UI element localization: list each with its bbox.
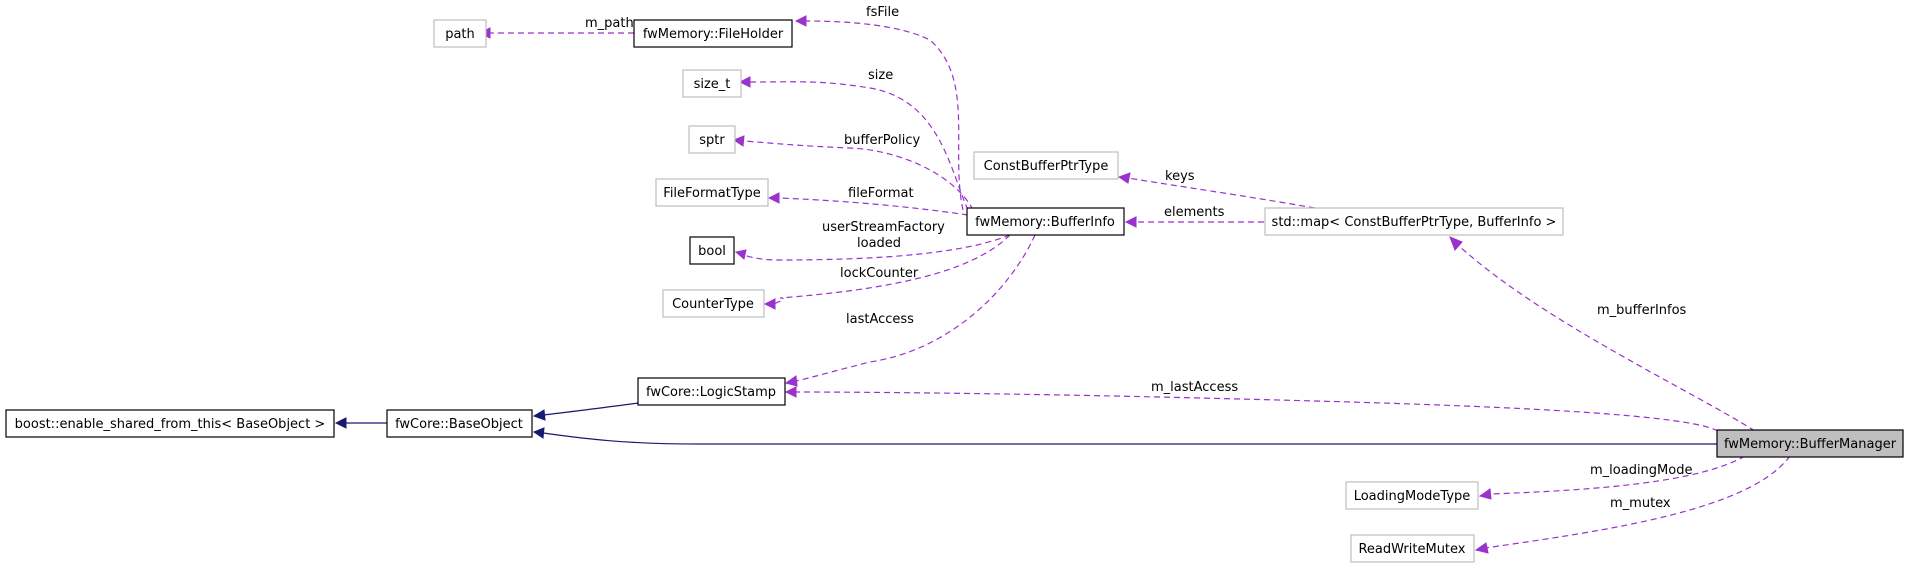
edge-inherit-logicstamp bbox=[542, 402, 640, 416]
arrowhead-icon bbox=[532, 409, 546, 421]
arrowhead-icon bbox=[732, 135, 745, 147]
edge-user-stream-factory bbox=[743, 234, 1011, 261]
arrowhead-icon bbox=[532, 427, 545, 439]
label-buffer-policy: bufferPolicy bbox=[844, 133, 920, 148]
svg-text:fwMemory::FileHolder: fwMemory::FileHolder bbox=[643, 27, 784, 42]
edge-last-access bbox=[795, 234, 1036, 382]
label-keys: keys bbox=[1165, 169, 1195, 184]
label-fs-file: fsFile bbox=[866, 5, 899, 20]
label-m-mutex: m_mutex bbox=[1610, 496, 1671, 511]
svg-text:fwCore::LogicStamp: fwCore::LogicStamp bbox=[646, 385, 776, 400]
node-loading-mode-type[interactable]: LoadingModeType bbox=[1345, 481, 1479, 510]
node-buffer-info[interactable]: fwMemory::BufferInfo bbox=[966, 207, 1125, 236]
node-counter-type[interactable]: CounterType bbox=[662, 289, 765, 318]
arrowhead-icon bbox=[1474, 542, 1489, 554]
label-loaded: loaded bbox=[857, 236, 901, 251]
node-enable-shared[interactable]: boost::enable_shared_from_this< BaseObje… bbox=[5, 409, 335, 438]
label-lock-counter: lockCounter bbox=[840, 266, 919, 281]
edge-m-loading-mode bbox=[1489, 455, 1746, 495]
edge-size bbox=[749, 81, 969, 211]
edge-labels: m_path fsFile size bufferPolicy fileForm… bbox=[585, 5, 1692, 511]
edge-inherit-buffermanager bbox=[542, 432, 1717, 445]
arrowhead-icon bbox=[1124, 216, 1137, 228]
node-sptr[interactable]: sptr bbox=[688, 125, 736, 154]
edge-m-buffer-infos bbox=[1457, 244, 1756, 432]
svg-text:fwMemory::BufferInfo: fwMemory::BufferInfo bbox=[975, 215, 1115, 230]
arrowhead-icon bbox=[1117, 172, 1131, 184]
node-file-holder[interactable]: fwMemory::FileHolder bbox=[633, 19, 793, 48]
label-m-last-access: m_lastAccess bbox=[1151, 380, 1238, 395]
svg-text:CounterType: CounterType bbox=[672, 297, 754, 312]
label-last-access: lastAccess bbox=[846, 312, 914, 327]
arrowhead-icon bbox=[784, 375, 798, 387]
node-size-t[interactable]: size_t bbox=[682, 69, 742, 98]
node-file-format-type[interactable]: FileFormatType bbox=[655, 178, 769, 207]
node-bool[interactable]: bool bbox=[689, 236, 735, 265]
edge-m-last-access bbox=[795, 391, 1719, 432]
svg-text:LoadingModeType: LoadingModeType bbox=[1354, 489, 1471, 504]
node-path[interactable]: path bbox=[433, 19, 487, 48]
svg-text:std::map< ConstBufferPtrType,: std::map< ConstBufferPtrType, BufferInfo… bbox=[1272, 215, 1557, 230]
node-const-buffer-ptr-type[interactable]: ConstBufferPtrType bbox=[973, 151, 1119, 180]
label-user-stream-factory: userStreamFactory bbox=[822, 220, 945, 235]
arrowhead-icon bbox=[334, 417, 347, 429]
arrowhead-icon bbox=[763, 298, 776, 310]
arrowhead-icon bbox=[738, 76, 751, 88]
node-buffer-manager[interactable]: fwMemory::BufferManager bbox=[1716, 429, 1904, 458]
arrowhead-icon bbox=[767, 192, 780, 204]
nodes: path fwMemory::FileHolder size_t sptr Fi… bbox=[5, 19, 1904, 563]
edge-m-mutex bbox=[1484, 455, 1791, 549]
svg-text:fwCore::BaseObject: fwCore::BaseObject bbox=[395, 417, 523, 432]
svg-text:path: path bbox=[445, 27, 475, 42]
svg-text:bool: bool bbox=[698, 244, 726, 259]
svg-text:ConstBufferPtrType: ConstBufferPtrType bbox=[984, 159, 1109, 174]
label-m-loading-mode: m_loadingMode bbox=[1590, 463, 1692, 478]
arrowhead-icon bbox=[1449, 236, 1463, 251]
label-elements: elements bbox=[1164, 205, 1225, 220]
node-std-map[interactable]: std::map< ConstBufferPtrType, BufferInfo… bbox=[1264, 207, 1564, 236]
svg-text:sptr: sptr bbox=[699, 133, 725, 148]
label-file-format: fileFormat bbox=[848, 186, 914, 201]
svg-text:ReadWriteMutex: ReadWriteMutex bbox=[1358, 542, 1465, 557]
svg-text:FileFormatType: FileFormatType bbox=[663, 186, 760, 201]
arrowhead-icon bbox=[794, 15, 807, 27]
label-m-path: m_path bbox=[585, 16, 634, 31]
label-size: size bbox=[868, 68, 893, 83]
arrowhead-icon bbox=[734, 249, 747, 260]
node-base-object[interactable]: fwCore::BaseObject bbox=[386, 409, 533, 438]
edge-fs-file bbox=[805, 20, 964, 211]
edge-file-format bbox=[778, 197, 969, 216]
svg-text:boost::enable_shared_from_this: boost::enable_shared_from_this< BaseObje… bbox=[15, 417, 326, 432]
edge-lock-counter bbox=[773, 234, 1011, 305]
node-logic-stamp[interactable]: fwCore::LogicStamp bbox=[637, 377, 786, 406]
edge-buffer-policy bbox=[743, 140, 974, 211]
edge-keys bbox=[1127, 177, 1316, 209]
svg-text:fwMemory::BufferManager: fwMemory::BufferManager bbox=[1724, 437, 1897, 452]
edges bbox=[334, 15, 1791, 554]
label-m-buffer-infos: m_bufferInfos bbox=[1597, 303, 1687, 318]
arrowhead-icon bbox=[1478, 488, 1492, 500]
arrowhead-icon bbox=[784, 386, 797, 398]
svg-text:size_t: size_t bbox=[694, 77, 731, 92]
node-read-write-mutex[interactable]: ReadWriteMutex bbox=[1350, 534, 1475, 563]
